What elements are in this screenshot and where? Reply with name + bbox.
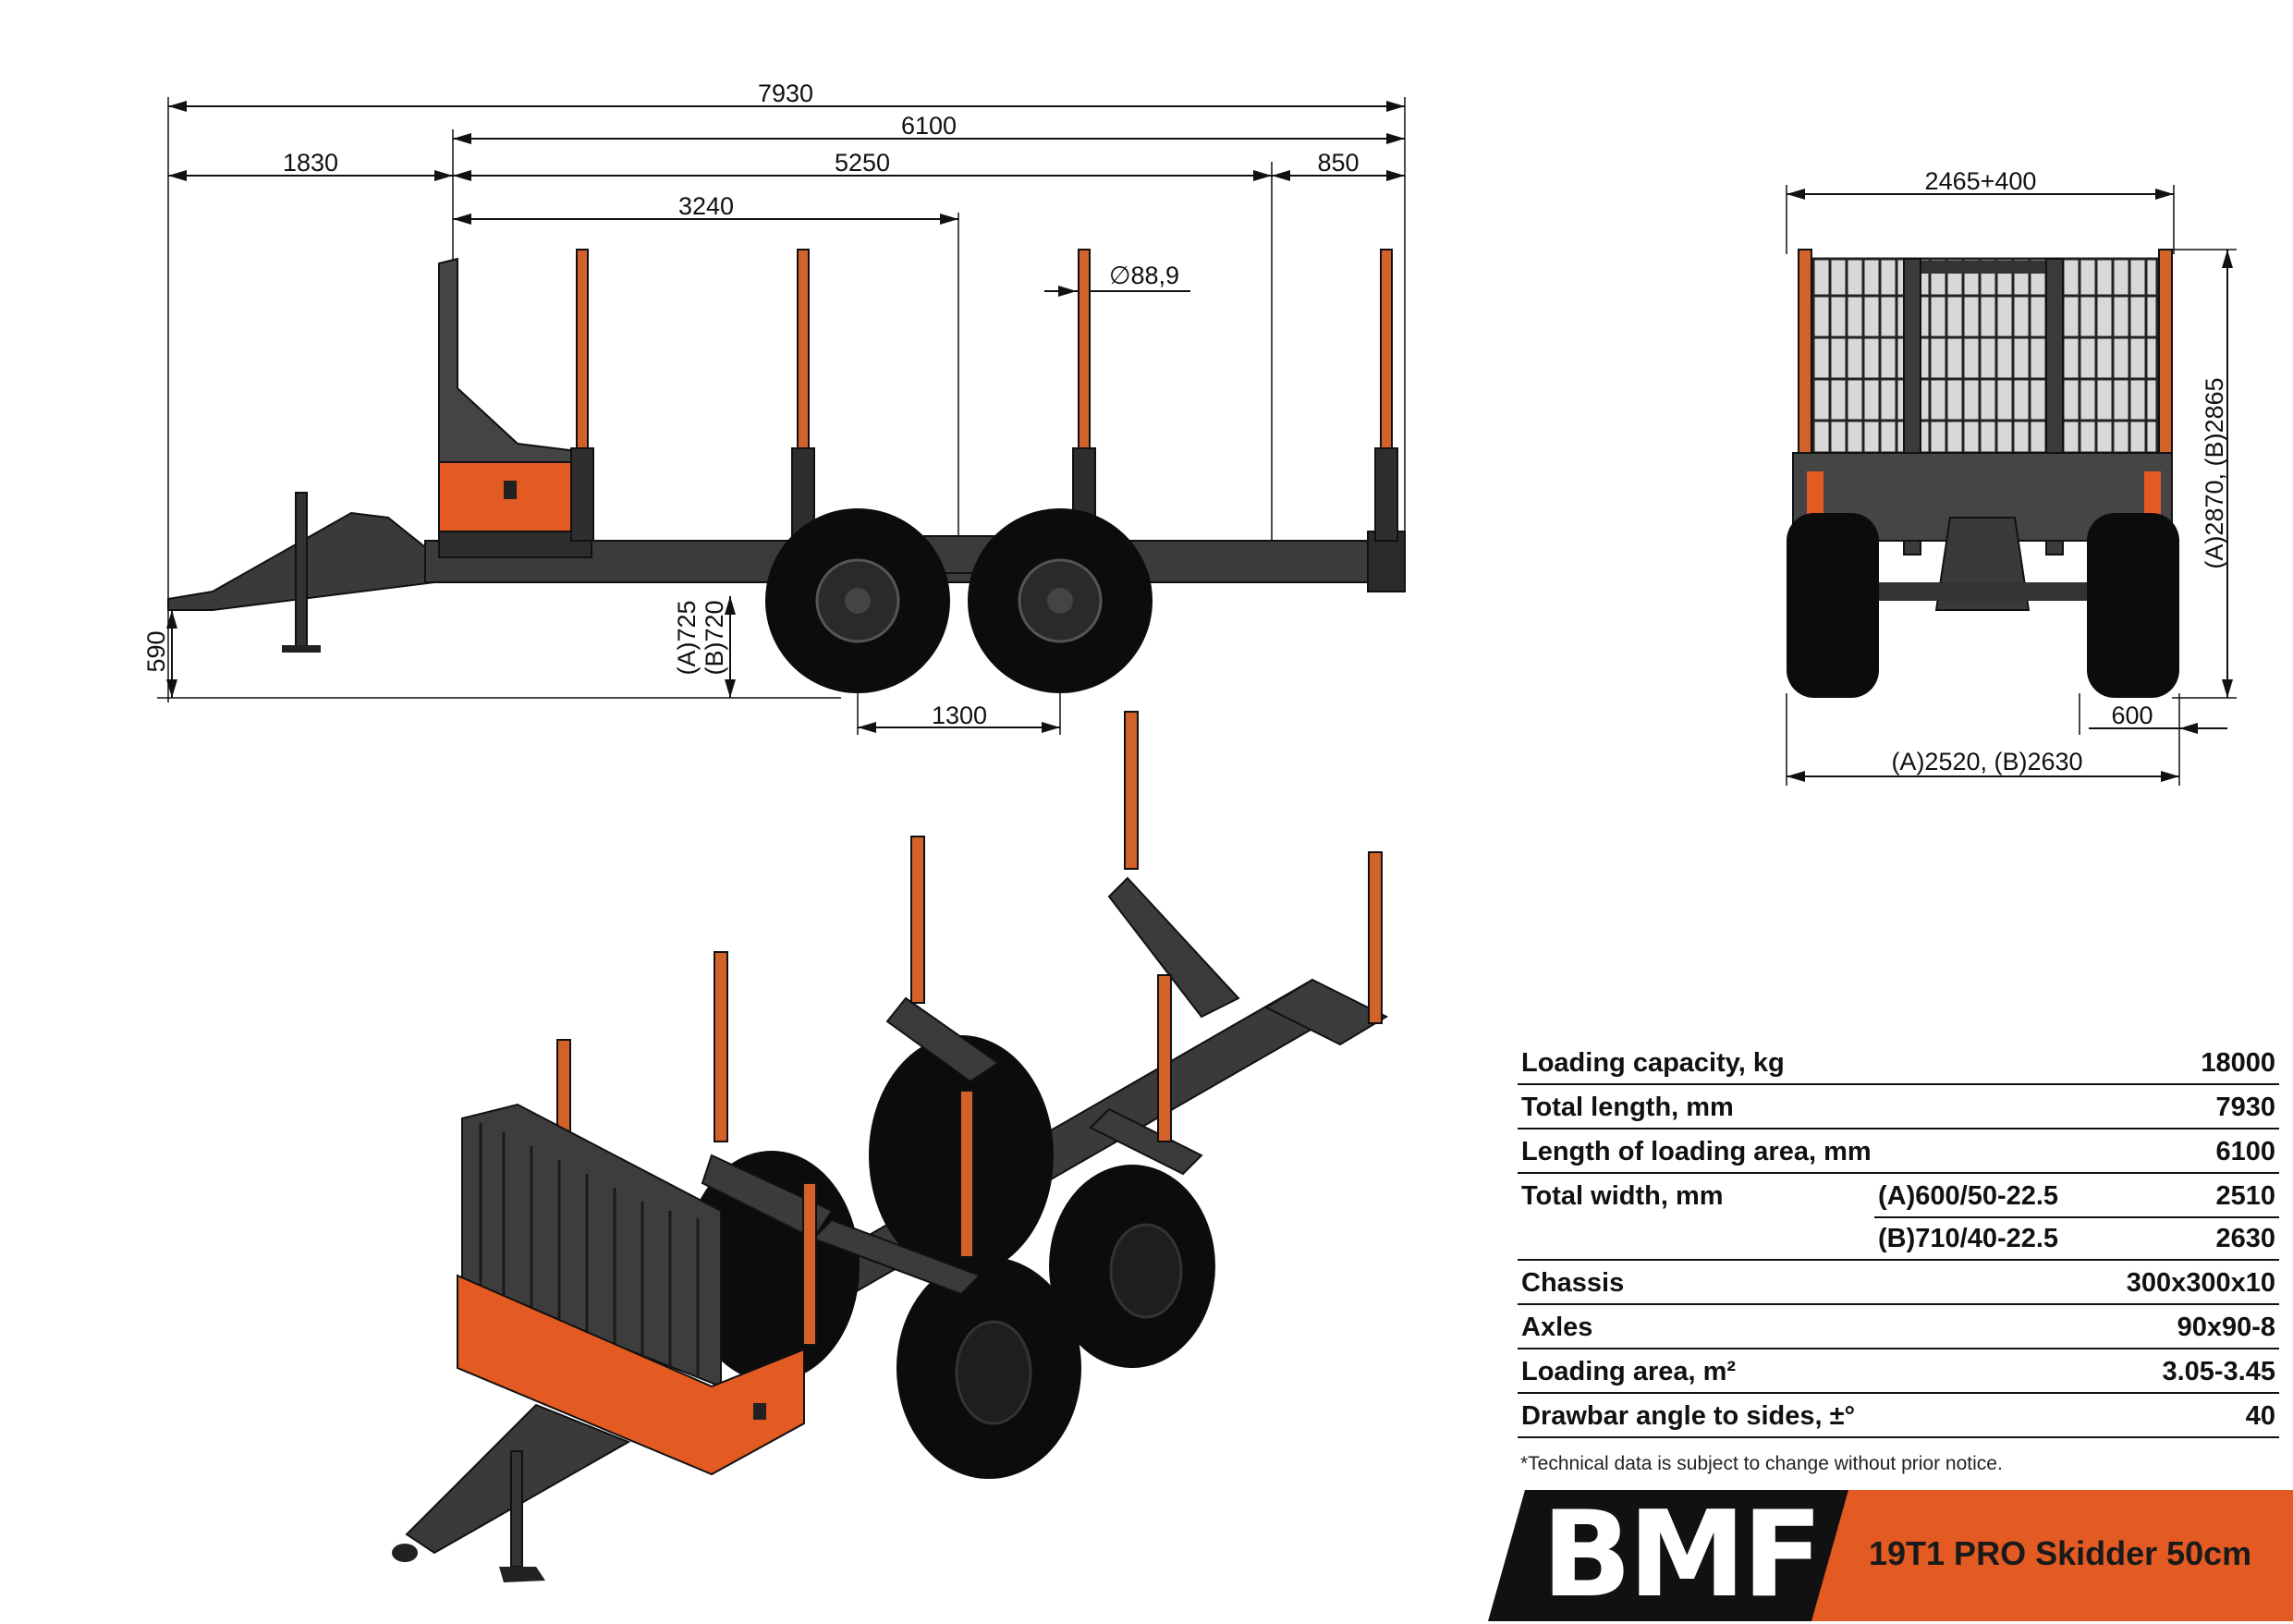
spec-label: Total length, mm: [1521, 1093, 1734, 1122]
spec-value: 3.05-3.45: [2162, 1357, 2275, 1386]
spec-value: 7930: [2215, 1093, 2275, 1122]
spec-value: 40: [2245, 1401, 2275, 1431]
dim-drawbar-height: 590: [142, 630, 170, 672]
spec-value: 90x90-8: [2177, 1313, 2275, 1342]
side-trailer: [167, 249, 1406, 693]
spec-label: Axles: [1521, 1313, 1593, 1342]
spec-label: Drawbar angle to sides, ±°: [1521, 1401, 1856, 1431]
brand-bar: [1488, 1490, 2293, 1621]
dim-axle-spacing: 1300: [932, 702, 987, 729]
spec-sub-label: (B)710/40-22.5: [1878, 1224, 2059, 1253]
iso-toolbox: [457, 1274, 805, 1476]
dim-chassis-height-a: (A)725: [673, 600, 701, 675]
dim-overall: 7930: [758, 79, 813, 107]
spec-value: 2630: [2215, 1224, 2275, 1253]
spec-label: Length of loading area, mm: [1521, 1137, 1872, 1166]
side-stakes: [576, 249, 1393, 454]
spec-label: Total width, mm: [1521, 1181, 1724, 1211]
spec-row-drawbar-angle: Drawbar angle to sides, ±° 40: [1518, 1394, 2279, 1438]
rear-headboard: [1811, 257, 2159, 455]
rear-view: 2465+400 (A)2870, (B)2865 600 (A)2520, (…: [1786, 167, 2237, 786]
spec-row-chassis: Chassis 300x300x10: [1518, 1261, 2279, 1305]
dim-rear-height: (A)2870, (B)2865: [2201, 377, 2228, 568]
spec-value: 6100: [2215, 1137, 2275, 1166]
spec-row-loading-area: Loading area, m² 3.05-3.45: [1518, 1349, 2279, 1394]
iso-headboard: [461, 1103, 722, 1388]
spec-value: 2510: [2215, 1181, 2275, 1211]
rear-trailer: [1787, 249, 2179, 698]
spec-sub-label: (A)600/50-22.5: [1878, 1181, 2059, 1211]
dim-chassis-height-b: (B)720: [701, 600, 728, 675]
spec-label: Loading capacity, kg: [1521, 1048, 1785, 1078]
spec-value: 18000: [2201, 1048, 2275, 1078]
dim-loading-length: 6100: [901, 112, 957, 140]
dim-rear: 850: [1317, 149, 1359, 177]
spec-label: Loading area, m²: [1521, 1357, 1737, 1386]
rear-wheel-right: [2087, 513, 2179, 698]
dim-rear-width: 2465+400: [1925, 167, 2037, 195]
spec-divider: [1874, 1216, 2279, 1218]
side-wheels: [765, 508, 1153, 693]
spec-row-total-length: Total length, mm 7930: [1518, 1085, 2279, 1129]
spec-row-total-width-a: Total width, mm (A)600/50-22.5 2510: [1518, 1174, 2279, 1218]
spec-row-total-width-b: (B)710/40-22.5 2630: [1518, 1216, 2279, 1261]
spec-label: Chassis: [1521, 1268, 1625, 1298]
iso-stakes: [556, 711, 1383, 1346]
spec-value: 300x300x10: [2126, 1268, 2275, 1298]
isometric-view: [392, 711, 1389, 1582]
dim-stake-span: 3240: [678, 192, 734, 220]
spec-row-loading-capacity: Loading capacity, kg 18000: [1518, 1041, 2279, 1085]
spec-row-loading-length: Length of loading area, mm 6100: [1518, 1129, 2279, 1174]
dim-track: (A)2520, (B)2630: [1891, 748, 2082, 775]
dim-tyre-width: 600: [2111, 702, 2153, 729]
spec-table: Loading capacity, kg 18000 Total length,…: [1518, 1041, 2279, 1438]
bmf-logo: BMF: [1542, 1486, 1823, 1624]
dim-stake-diameter: ∅88,9: [1109, 262, 1179, 289]
dim-frame: 5250: [835, 149, 890, 177]
footnote: *Technical data is subject to change wit…: [1520, 1453, 2003, 1474]
model-name: 19T1 PRO Skidder 50cm: [1869, 1534, 2252, 1572]
dim-front: 1830: [283, 149, 338, 177]
side-view: 7930 6100 1830 5250 850 3240 ∅88,9 1300 …: [142, 79, 1406, 735]
rear-wheel-left: [1787, 513, 1879, 698]
side-front-bulkhead: [438, 257, 592, 472]
spec-row-axles: Axles 90x90-8: [1518, 1305, 2279, 1349]
